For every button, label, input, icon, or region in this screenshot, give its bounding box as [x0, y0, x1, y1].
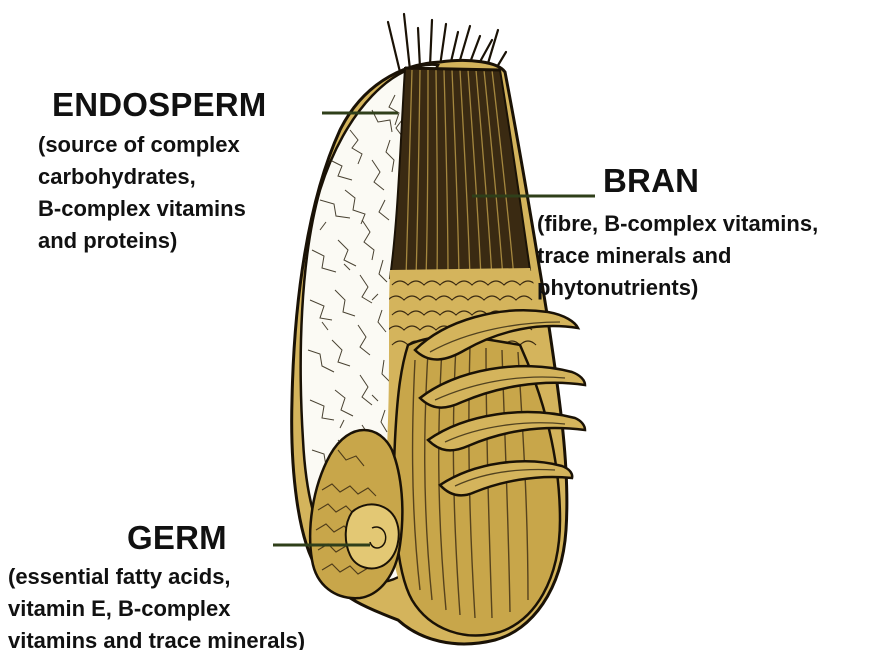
bran-title: BRAN: [603, 163, 699, 199]
endosperm-description-line: carbohydrates,: [38, 161, 246, 193]
endosperm-title: ENDOSPERM: [52, 87, 267, 123]
endosperm-description-line: B-complex vitamins: [38, 193, 246, 225]
endosperm-description-line: and proteins): [38, 225, 246, 257]
endosperm-description: (source of complex carbohydrates, B-comp…: [38, 129, 246, 257]
germ-description-line: vitamin E, B-complex: [8, 593, 305, 625]
germ-description-line: (essential fatty acids,: [8, 561, 305, 593]
endosperm-description-line: (source of complex: [38, 129, 246, 161]
bran-description: (fibre, B-complex vitamins, trace minera…: [537, 208, 818, 304]
bran-description-line: trace minerals and: [537, 240, 818, 272]
germ-embryo: [346, 504, 399, 568]
bran-description-line: (fibre, B-complex vitamins,: [537, 208, 818, 240]
germ-title: GERM: [127, 520, 227, 556]
germ-description-line: vitamins and trace minerals): [8, 625, 305, 650]
germ-description: (essential fatty acids, vitamin E, B-com…: [8, 561, 305, 650]
bran-description-line: phytonutrients): [537, 272, 818, 304]
